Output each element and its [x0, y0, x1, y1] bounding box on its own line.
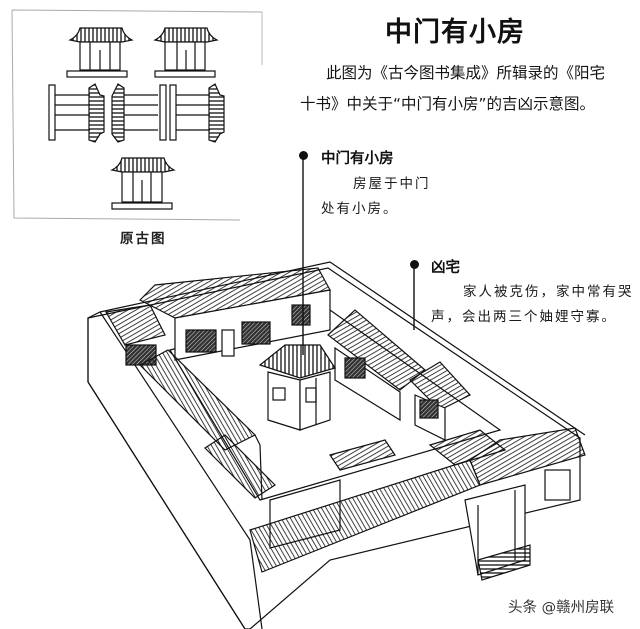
gate-drawing-4	[111, 83, 167, 143]
annotation-2-body: 家人被克伤，家中常有哭 声，会出两三个妯娌守寡。	[431, 280, 634, 330]
annotation-1-line-1: 房屋于中门	[353, 176, 431, 192]
annotation-pointers	[302, 156, 415, 355]
gate-drawing-3	[48, 83, 105, 143]
annotation-marker-1	[299, 151, 308, 160]
gate-drawing-2	[153, 27, 219, 78]
central-small-house	[258, 344, 336, 431]
gate-drawing-5	[169, 83, 225, 143]
watermark: 头条 @赣州房联	[508, 600, 615, 616]
original-figure-caption: 原古图	[120, 231, 167, 247]
intro-paragraph: 此图为《古今图书集成》所辑录的《阳宅 十书》中关于“中门有小房”的吉凶示意图。	[300, 58, 640, 120]
gate-drawing-1	[66, 27, 134, 78]
annotation-2-line-1: 家人被克伤，家中常有哭	[463, 284, 634, 300]
annotation-2-title: 凶宅	[431, 260, 460, 276]
intro-line-2: 十书》中关于“中门有小房”的吉凶示意图。	[300, 95, 596, 113]
annotation-1-line-2: 处有小房。	[321, 201, 399, 217]
gate-drawing-6	[110, 157, 176, 210]
page-title: 中门有小房	[385, 17, 525, 48]
annotation-1-title: 中门有小房	[321, 151, 394, 167]
annotation-marker-2	[410, 260, 419, 269]
intro-line-1: 此图为《古今图书集成》所辑录的《阳宅	[326, 64, 606, 82]
courtyard-house	[87, 261, 586, 629]
original-figure	[11, 9, 263, 221]
annotation-1-body: 房屋于中门 处有小房。	[321, 172, 431, 222]
annotation-2-line-2: 声，会出两三个妯娌守寡。	[431, 309, 617, 325]
